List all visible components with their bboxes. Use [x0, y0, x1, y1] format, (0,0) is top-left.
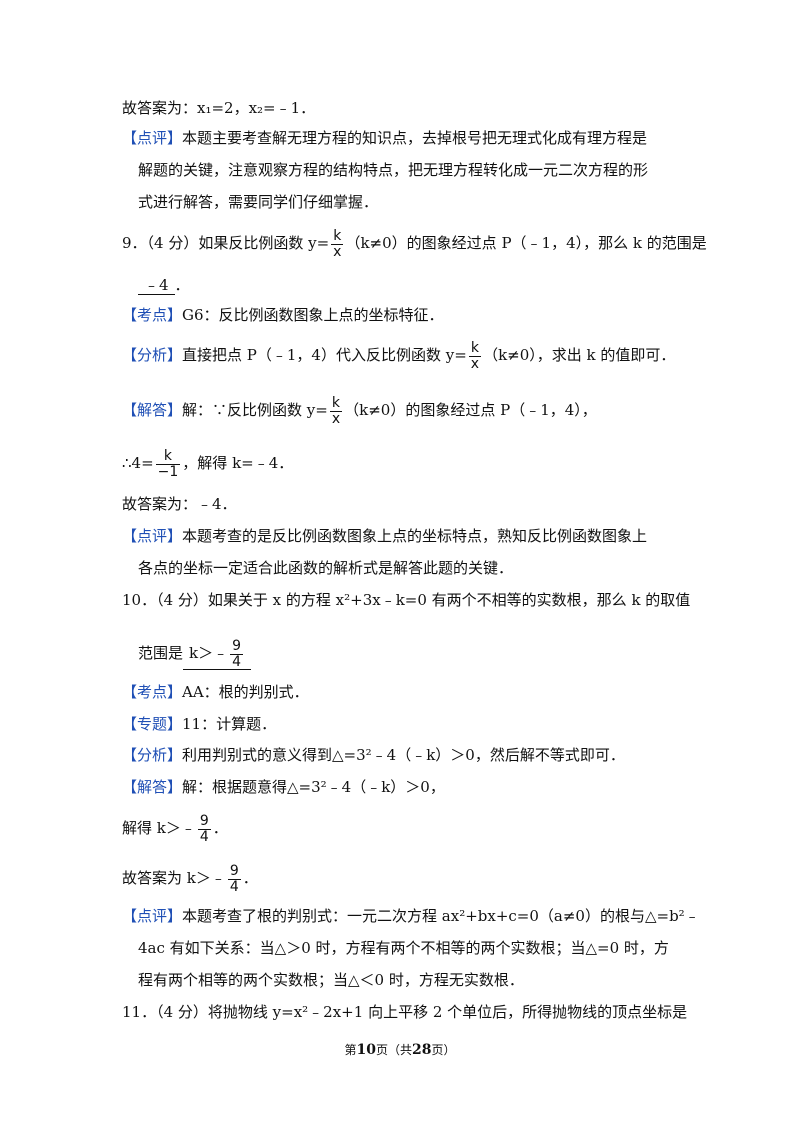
- fenxi-10: 【分析】利用判别式的意义得到△=3²﹣4（﹣k）＞0，然后解不等式即可．: [122, 746, 625, 764]
- answer-blank: ﹣4: [138, 276, 175, 295]
- question-9-answer: ﹣4．: [138, 276, 190, 295]
- comment-line-1: 【点评】本题主要考查解无理方程的知识点，去掉根号把无理式化成有理方程是: [122, 129, 648, 147]
- question-10: 10．（4 分）如果关于 x 的方程 x²+3x﹣k=0 有两个不相等的实数根，…: [122, 591, 691, 609]
- pingping-9-line-1: 【点评】本题考查的是反比例函数图象上点的坐标特点，熟知反比例函数图象上: [122, 527, 648, 545]
- zhuanti-10: 【专题】11：计算题．: [122, 715, 277, 733]
- pingping-10-line-1: 【点评】本题考查了根的判别式：一元二次方程 ax²+bx+c=0（a≠0）的根与…: [122, 907, 700, 925]
- kaodian-9: 【考点】G6：反比例函数图象上点的坐标特征．: [122, 306, 444, 324]
- pingping-10-line-2: 4ac 有如下关系：当△＞0 时，方程有两个不相等的两个实数根；当△=0 时，方: [138, 939, 669, 957]
- current-page: 10: [356, 1042, 376, 1058]
- pingping-9-line-2: 各点的坐标一定适合此函数的解析式是解答此题的关键．: [138, 559, 514, 577]
- answer-line-8: 故答案为：x₁=2，x₂=﹣1．: [122, 99, 316, 117]
- answer-9: 故答案为：﹣4．: [122, 495, 237, 513]
- comment-line-2: 解题的关键，注意观察方程的结构特点，把无理方程转化成一元二次方程的形: [138, 161, 649, 179]
- comment-tag: 【点评】: [122, 129, 183, 147]
- question-11: 11．（4 分）将抛物线 y=x²﹣2x+1 向上平移 2 个单位后，所得抛物线…: [122, 1003, 688, 1021]
- kaodian-10: 【考点】AA：根的判别式．: [122, 683, 309, 701]
- page-footer: 第10页（共28页）: [344, 1042, 456, 1058]
- total-pages: 28: [412, 1042, 432, 1058]
- pingping-10-line-3: 程有两个相等的两个实数根；当△＜0 时，方程无实数根．: [138, 971, 524, 989]
- jieda-10: 【解答】解：根据题意得△=3²﹣4（﹣k）＞0，: [122, 778, 445, 796]
- comment-line-3: 式进行解答，需要同学们仔细掌握．: [138, 193, 379, 211]
- solution-9: ∴4=k−1，解得 k=﹣4．: [122, 448, 294, 480]
- fraction-k-over-neg1: k−1: [155, 448, 181, 480]
